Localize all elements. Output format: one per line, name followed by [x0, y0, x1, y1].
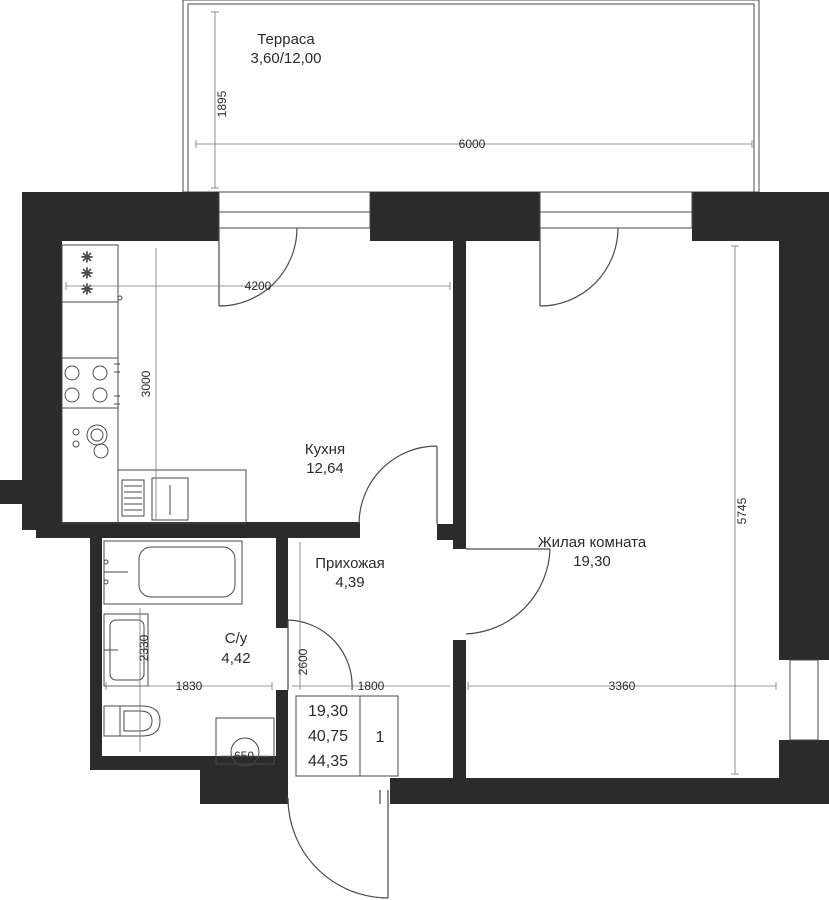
living-name: Жилая комната: [538, 534, 647, 551]
dim-bath-depth: 2330: [137, 634, 151, 661]
freezer-icon: ✳: [81, 249, 93, 265]
bathtub-inner: [138, 546, 236, 598]
dim-living-depth: 5745: [735, 497, 749, 524]
wall-bath-right-low: [276, 690, 288, 804]
doors: [218, 227, 619, 899]
window-living-glass: [539, 211, 693, 229]
burner-icon: [92, 387, 108, 403]
dish-icon: [90, 428, 104, 442]
summary-living-area: 19,30: [308, 703, 348, 720]
bath-tap-icon: [103, 579, 109, 585]
wall-bath-notch: [200, 756, 280, 804]
bathroom-name: С/у: [225, 630, 248, 647]
wall-bath-left: [90, 538, 102, 770]
window-kitchen-glass: [218, 211, 371, 229]
door-bath-arc: [287, 619, 353, 691]
toilet-tank: [103, 705, 121, 737]
fridge-handle-icon: [117, 295, 123, 301]
bath-tap-icon: [103, 559, 109, 565]
wall-right-top: [779, 192, 829, 660]
door-kitchen-arc: [358, 445, 438, 525]
wall-bottom: [390, 778, 829, 804]
dimension-lines: [66, 12, 776, 774]
dim-hall-width: 1800: [358, 679, 385, 693]
stove: [61, 357, 119, 409]
living-area: 19,30: [573, 553, 611, 570]
summary-total-area: 40,75: [308, 728, 348, 745]
counter-bottom: [117, 469, 247, 524]
dim-terrace-width: 6000: [459, 137, 486, 151]
dimension-ticks: [65, 11, 777, 775]
toilet-seat: [123, 710, 153, 732]
window-right: [789, 659, 819, 741]
summary-rooms-count: 1: [376, 729, 385, 746]
hallway-area: 4,39: [335, 574, 364, 591]
wall-kitchen-bottom: [36, 522, 360, 538]
burner-icon: [64, 365, 80, 381]
burner-icon: [92, 365, 108, 381]
kitchen-counter: ✳ ✳ ✳: [61, 244, 247, 524]
dish-icon: [72, 440, 80, 448]
kitchen-area: 12,64: [306, 460, 344, 477]
fridge: [61, 244, 119, 303]
burner-icon: [64, 387, 80, 403]
wall-left-ledge: [0, 480, 40, 504]
dish-icon: [72, 428, 80, 436]
dim-bath-width: 1830: [176, 679, 203, 693]
wall-kitchen-stub: [437, 524, 453, 540]
terrace-outline: [182, 0, 760, 193]
wall-bath-right: [276, 538, 288, 628]
freezer-icon: ✳: [81, 265, 93, 281]
bathroom-area: 4,42: [221, 650, 250, 667]
windows: [218, 191, 819, 741]
terrace: Терраса 3,60/12,00: [182, 0, 760, 193]
wall-left: [22, 192, 62, 530]
door-living-balcony-arc: [539, 227, 619, 307]
door-kitchen-balcony-arc: [218, 227, 298, 307]
walls: [0, 192, 829, 804]
door-entrance-arc: [287, 797, 389, 899]
window-kitchen: [218, 191, 371, 213]
terrace-area: 3,60/12,00: [251, 50, 322, 67]
wall-bath-bottom: [90, 756, 212, 770]
kitchen-name: Кухня: [305, 441, 345, 458]
kitchen-sink: [151, 477, 189, 521]
dim-hall-depth: 2600: [296, 648, 310, 675]
dim-terrace-depth: 1895: [215, 90, 229, 117]
summary-table: 19,30 40,75 44,35 1: [295, 695, 399, 777]
dim-kitchen-depth: 3000: [139, 370, 153, 397]
washing-machine-drum-icon: [230, 737, 260, 767]
dish-icon: [93, 443, 109, 459]
toilet-bowl: [119, 705, 161, 737]
summary-frame: [295, 695, 399, 777]
dim-kitchen-width: 4200: [245, 279, 272, 293]
freezer-icon: ✳: [81, 281, 93, 297]
dish-icon: [86, 424, 108, 446]
wall-partition-upper: [453, 241, 466, 549]
terrace-name: Терраса: [257, 31, 315, 48]
dish-rack: [121, 479, 145, 517]
hallway-name: Прихожая: [315, 555, 385, 572]
wall-partition-lower: [453, 640, 466, 804]
summary-total-with-terrace: 44,35: [308, 753, 348, 770]
dim-washer: 650: [234, 749, 254, 763]
dim-living-width: 3360: [609, 679, 636, 693]
wall-top-mid: [370, 192, 540, 241]
window-living: [539, 191, 693, 213]
washing-machine: [215, 717, 275, 765]
bathroom-fixtures: [103, 540, 275, 767]
door-living-arc: [465, 548, 551, 635]
